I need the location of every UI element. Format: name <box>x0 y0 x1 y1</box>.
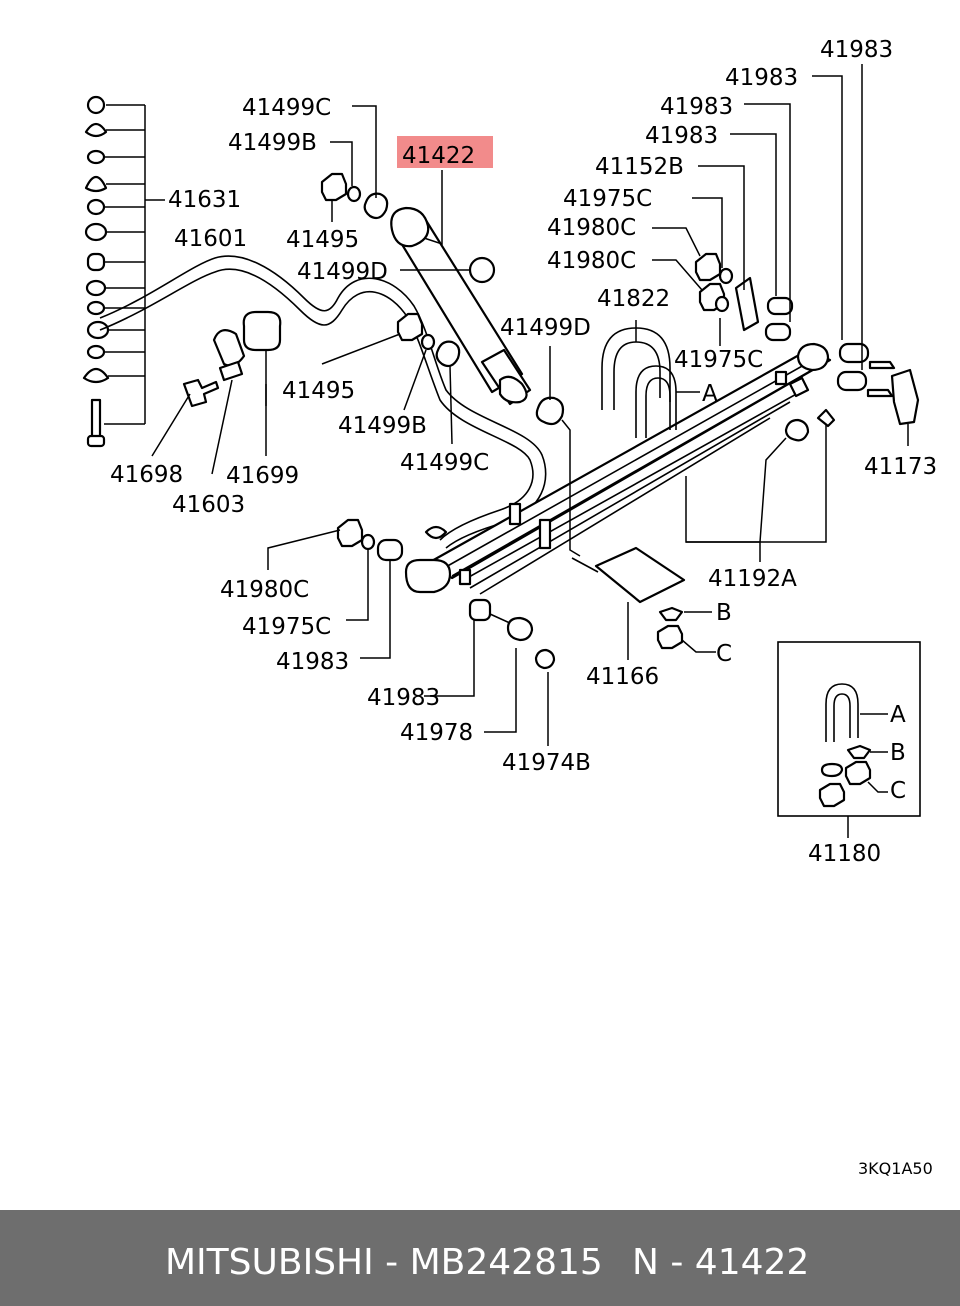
label-41152b: 41152B <box>595 154 684 180</box>
leader-lines <box>265 64 863 659</box>
label-41980c: 41980C <box>220 577 309 603</box>
label-41983: 41983 <box>276 649 349 675</box>
label-41699: 41699 <box>226 463 299 489</box>
label-41975c: 41975C <box>242 614 331 640</box>
label-41499b: 41499B <box>228 130 317 156</box>
label-41495: 41495 <box>282 378 355 404</box>
reference-number: N - 41422 <box>632 1242 810 1283</box>
label-b: B <box>890 740 906 766</box>
stabilizer-link-parts <box>82 95 165 448</box>
shock-absorber <box>390 206 532 406</box>
part-labels: 41983 41983 41983 41983 41499C 41499B 41… <box>110 37 937 1178</box>
shackle-group <box>694 252 920 446</box>
label-41631: 41631 <box>168 187 241 213</box>
label-41422-highlighted: 41422 <box>402 143 475 169</box>
label-41974b: 41974B <box>502 750 591 776</box>
label-41978: 41978 <box>400 720 473 746</box>
label-41173: 41173 <box>864 454 937 480</box>
footer-bar: MITSUBISHI - MB242815 N - 41422 <box>0 1210 960 1306</box>
nuts-washers <box>656 606 716 653</box>
label-41499d: 41499D <box>500 315 591 341</box>
label-41495: 41495 <box>286 227 359 253</box>
label-41601: 41601 <box>174 226 247 252</box>
bar-bushing-group <box>151 310 282 475</box>
label-41980c: 41980C <box>547 215 636 241</box>
label-a: A <box>890 702 906 728</box>
label-41166: 41166 <box>586 664 659 690</box>
front-eye-parts <box>336 518 556 746</box>
label-41983: 41983 <box>820 37 893 63</box>
label-41499c: 41499C <box>400 450 489 476</box>
label-41192a: 41192A <box>708 566 797 592</box>
label-41975c: 41975C <box>674 347 763 373</box>
label-41603: 41603 <box>172 492 245 518</box>
label-41499d: 41499D <box>297 259 388 285</box>
label-b: B <box>716 600 732 626</box>
label-c: C <box>716 641 732 667</box>
label-41983: 41983 <box>725 65 798 91</box>
label-41499c: 41499C <box>242 95 331 121</box>
label-41983: 41983 <box>645 123 718 149</box>
label-41975c: 41975C <box>563 186 652 212</box>
label-41983: 41983 <box>660 94 733 120</box>
label-41980c: 41980C <box>547 248 636 274</box>
drawing-code: 3KQ1A50 <box>858 1159 933 1178</box>
label-41180: 41180 <box>808 841 881 867</box>
label-41983: 41983 <box>367 685 440 711</box>
parts-diagram: 41983 41983 41983 41983 41499C 41499B 41… <box>82 37 937 1178</box>
u-bolts <box>601 320 700 438</box>
spring-plate <box>571 546 686 660</box>
inset-kit-box <box>777 641 921 838</box>
label-c: C <box>890 778 906 804</box>
label-a: A <box>702 381 718 407</box>
brand-part-number: MITSUBISHI - MB242815 <box>165 1242 603 1283</box>
shock-mount-parts <box>320 172 565 426</box>
label-41698: 41698 <box>110 462 183 488</box>
label-41499b: 41499B <box>338 413 427 439</box>
leaf-spring <box>404 342 832 595</box>
label-41822: 41822 <box>597 286 670 312</box>
highlight-box <box>397 136 493 168</box>
